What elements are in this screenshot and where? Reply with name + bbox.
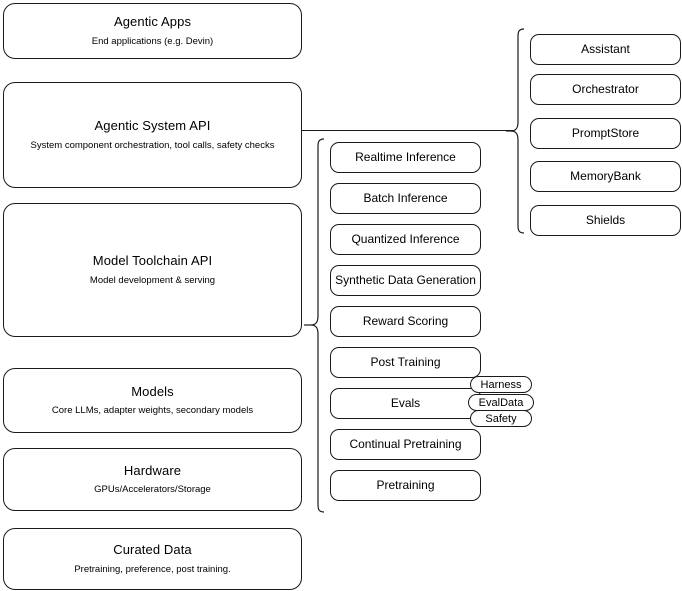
capability-label: Batch Inference — [363, 191, 448, 205]
component-label: Shields — [585, 213, 626, 227]
layer-box-models[interactable]: Models Core LLMs, adapter weights, secon… — [3, 368, 302, 433]
layer-subtitle: GPUs/Accelerators/Storage — [94, 484, 211, 496]
evals-badge-label: Safety — [485, 412, 517, 425]
component-label: Orchestrator — [572, 82, 639, 96]
component-label: MemoryBank — [570, 169, 641, 183]
capability-label: Pretraining — [376, 478, 435, 492]
capability-continual-pretraining[interactable]: Continual Pretraining — [330, 429, 481, 460]
capability-quantized-inference[interactable]: Quantized Inference — [330, 224, 481, 255]
capability-label: Reward Scoring — [362, 314, 449, 328]
layer-title: Curated Data — [113, 542, 192, 558]
layer-title: Agentic System API — [94, 118, 211, 134]
layer-subtitle: Pretraining, preference, post training. — [74, 563, 231, 575]
layer-title: Models — [131, 383, 174, 399]
component-orchestrator[interactable]: Orchestrator — [530, 74, 681, 105]
layer-box-curated-data[interactable]: Curated Data Pretraining, preference, po… — [3, 528, 302, 590]
component-label: Assistant — [581, 42, 630, 56]
evals-badge-label: EvalData — [478, 396, 524, 409]
layer-box-agentic-system-api[interactable]: Agentic System API System component orch… — [3, 82, 302, 188]
capability-label: Realtime Inference — [355, 150, 456, 164]
capability-label: Post Training — [370, 355, 441, 369]
component-shields[interactable]: Shields — [530, 205, 681, 236]
layer-box-hardware[interactable]: Hardware GPUs/Accelerators/Storage — [3, 448, 302, 511]
layer-title: Agentic Apps — [113, 14, 192, 30]
component-assistant[interactable]: Assistant — [530, 34, 681, 65]
capability-realtime-inference[interactable]: Realtime Inference — [330, 142, 481, 173]
layer-subtitle: Core LLMs, adapter weights, secondary mo… — [51, 405, 254, 417]
layer-subtitle: System component orchestration, tool cal… — [30, 139, 275, 151]
layer-box-agentic-apps[interactable]: Agentic Apps End applications (e.g. Devi… — [3, 3, 302, 59]
component-memorybank[interactable]: MemoryBank — [530, 161, 681, 192]
capability-label: Continual Pretraining — [349, 437, 462, 451]
layer-title: Hardware — [123, 462, 182, 478]
connector-line-system-api-to-components — [302, 130, 513, 131]
brace-system-components — [505, 28, 525, 242]
layer-title: Model Toolchain API — [92, 253, 213, 269]
evals-badge-harness[interactable]: Harness — [470, 376, 532, 393]
capability-post-training[interactable]: Post Training — [330, 347, 481, 378]
evals-badge-label: Harness — [480, 378, 522, 391]
capability-synthetic-data-generation[interactable]: Synthetic Data Generation — [330, 265, 481, 296]
layer-box-model-toolchain-api[interactable]: Model Toolchain API Model development & … — [3, 203, 302, 337]
capability-evals[interactable]: Evals — [330, 388, 481, 419]
evals-badge-safety[interactable]: Safety — [470, 410, 532, 427]
layer-subtitle: Model development & serving — [89, 274, 216, 286]
capability-label: Quantized Inference — [351, 232, 460, 246]
evals-badge-evaldata[interactable]: EvalData — [468, 394, 534, 411]
layer-subtitle: End applications (e.g. Devin) — [91, 35, 214, 47]
capability-label: Synthetic Data Generation — [335, 273, 476, 287]
capability-reward-scoring[interactable]: Reward Scoring — [330, 306, 481, 337]
component-label: PromptStore — [571, 126, 640, 140]
component-promptstore[interactable]: PromptStore — [530, 118, 681, 149]
capability-pretraining[interactable]: Pretraining — [330, 470, 481, 501]
capability-batch-inference[interactable]: Batch Inference — [330, 183, 481, 214]
brace-toolchain-capabilities — [303, 138, 325, 518]
capability-label: Evals — [390, 396, 421, 410]
